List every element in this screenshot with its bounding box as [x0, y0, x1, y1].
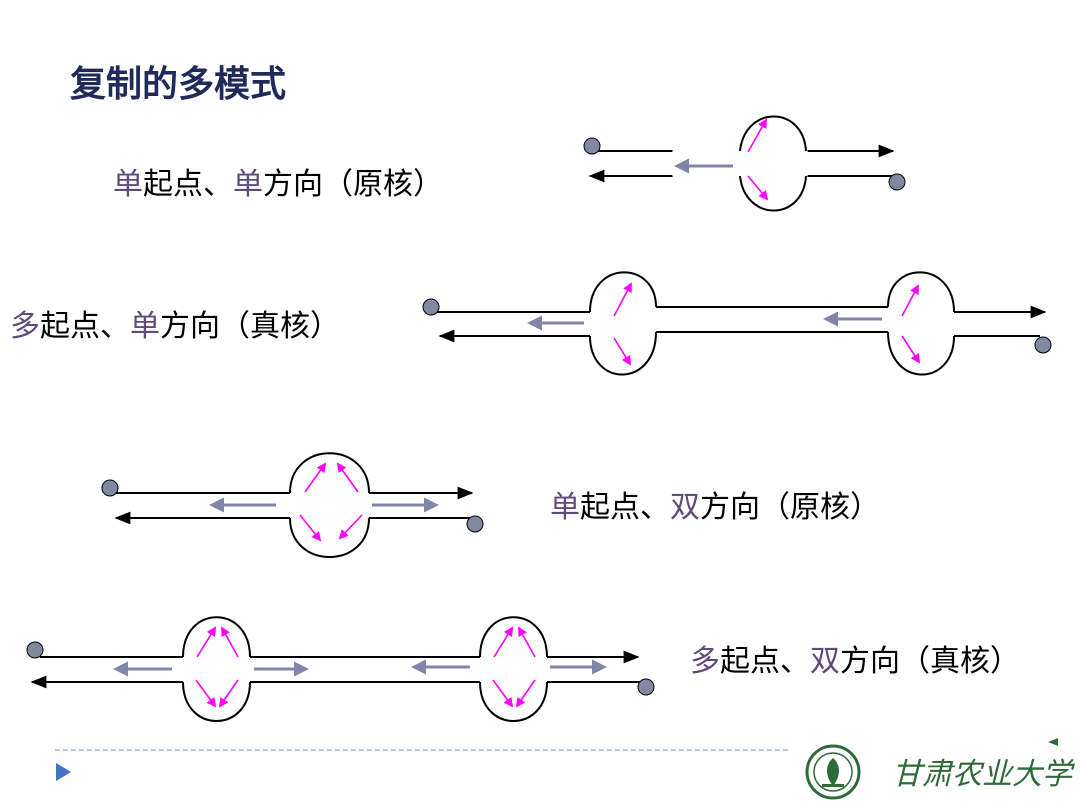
bubble-outline-bottom [182, 681, 251, 722]
corner-accent [1048, 738, 1058, 746]
university-seal-icon [805, 744, 861, 800]
panel-4-diagram [26, 616, 655, 722]
new-strand-arrow [901, 284, 919, 317]
panel-1-label-mid: 起点、 [143, 167, 233, 202]
panel-2-origin-word: 多 [10, 309, 40, 344]
new-strand-arrow [299, 514, 322, 542]
panel-3-label-tail: 方向（原核） [700, 490, 880, 525]
new-strand-arrow [196, 626, 217, 658]
new-strand-arrow [492, 679, 514, 708]
panel-4-label: 多起点、双方向（真核） [690, 644, 1020, 679]
origin-dot [1034, 336, 1052, 354]
new-strand-arrow [304, 462, 327, 493]
new-strand-arrow [518, 626, 536, 658]
new-strand-arrow [221, 626, 239, 658]
panel-4-label-tail: 方向（真核） [840, 644, 1020, 679]
new-strand-arrow [336, 462, 359, 493]
panel-3-origin-word: 单 [550, 490, 580, 525]
panel-1-label: 单起点、单方向（原核） [113, 167, 443, 202]
bubble-outline-bottom [589, 331, 657, 376]
replication-bubble [671, 115, 809, 212]
new-strand-arrow [218, 679, 239, 708]
origin-dot [422, 298, 440, 316]
panel-3-label: 单起点、双方向（原核） [550, 490, 880, 525]
panel-2-direction-word: 单 [130, 309, 160, 344]
new-strand-arrow [747, 175, 769, 201]
bubble-outline-bottom [289, 517, 370, 558]
panel-4-origin-word: 多 [690, 644, 720, 679]
new-strand-arrow [195, 679, 217, 708]
panel-2-label: 多起点、单方向（真核） [10, 309, 340, 344]
bubble-outline-bottom [739, 175, 807, 212]
university-name: 甘肃农业大学 [892, 757, 1075, 792]
new-strand-arrow [515, 679, 536, 708]
panel-3-label-mid: 起点、 [580, 490, 670, 525]
origin-dot [466, 515, 484, 533]
origin-dot [637, 678, 655, 696]
bubble-outline-top [739, 115, 807, 152]
new-strand-arrow [338, 514, 363, 540]
panel-2-label-mid: 起点、 [40, 309, 130, 344]
panel-1-diagram [583, 115, 906, 212]
bubble-outline-top [479, 616, 548, 658]
origin-dot [583, 137, 601, 155]
new-strand-arrow [613, 337, 632, 366]
bubble-outline-top [182, 616, 251, 658]
new-strand-arrow [493, 626, 514, 658]
bubble-outline-bottom [479, 681, 548, 722]
triangle-right-icon[interactable] [56, 763, 71, 781]
bubble-outline-top [589, 271, 657, 313]
panel-3-direction-word: 双 [670, 490, 700, 525]
panel-2-diagram [422, 271, 1052, 376]
origin-dot [26, 641, 44, 659]
bubble-outline-bottom [887, 331, 955, 376]
bubble-outline-top [289, 452, 370, 494]
origin-dot [101, 479, 119, 497]
panel-2-label-tail: 方向（真核） [160, 309, 340, 344]
panel-1-origin-word: 单 [113, 167, 143, 202]
new-strand-arrow [901, 335, 921, 364]
new-strand-arrow [613, 282, 632, 317]
panel-3-diagram [101, 452, 484, 558]
slide-title: 复制的多模式 [70, 64, 286, 105]
new-strand-arrow [747, 118, 767, 153]
panel-1-label-tail: 方向（原核） [263, 167, 443, 202]
panel-4-direction-word: 双 [810, 644, 840, 679]
bubble-outline-top [887, 271, 955, 313]
panel-4-label-mid: 起点、 [720, 644, 810, 679]
panel-1-direction-word: 单 [233, 167, 263, 202]
origin-dot [888, 173, 906, 191]
